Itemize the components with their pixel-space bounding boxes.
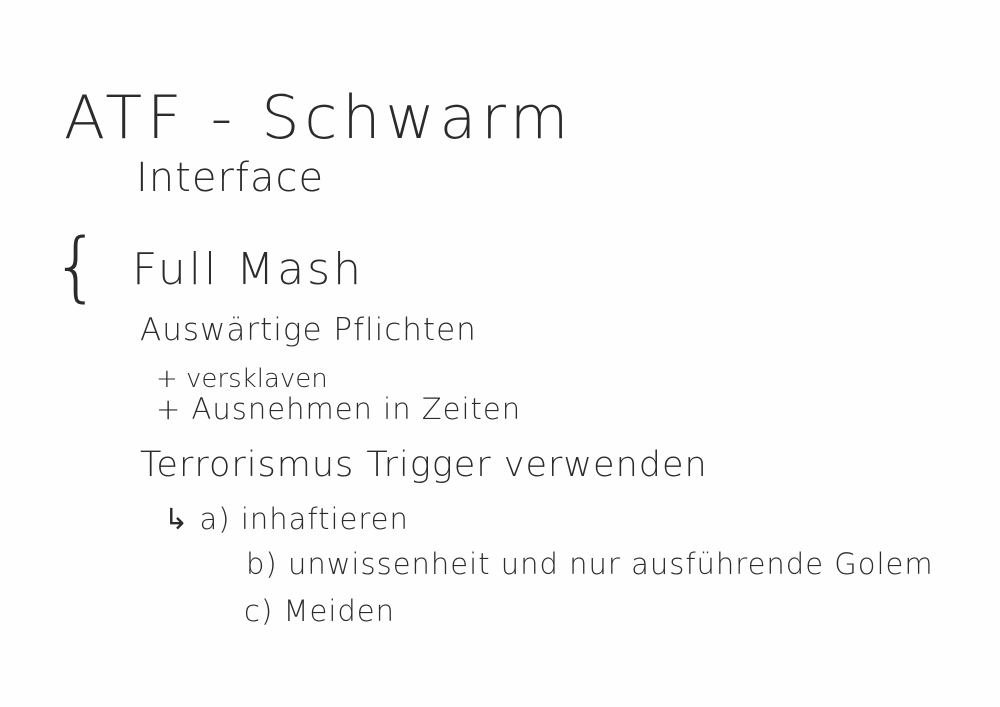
sub-item-c: c) Meiden: [244, 594, 396, 628]
curly-brace: {: [52, 221, 101, 310]
sub-item-a: ↳ a) inhaftieren: [164, 502, 409, 536]
note-heading: Full Mash: [132, 244, 364, 295]
note-title-line1: ATF - Schwarm: [64, 83, 574, 153]
sub-item-b: b) unwissenheit und nur ausführende Gole…: [246, 547, 934, 581]
note-title-line2: Interface: [136, 155, 325, 201]
section-terrorism-trigger: Terrorismus Trigger verwenden: [140, 445, 708, 485]
list-item-enslave: + versklaven: [156, 364, 328, 394]
section-outward-duties: Auswärtige Pflichten: [140, 312, 477, 348]
list-item-exploit: + Ausnehmen in Zeiten: [156, 392, 522, 426]
